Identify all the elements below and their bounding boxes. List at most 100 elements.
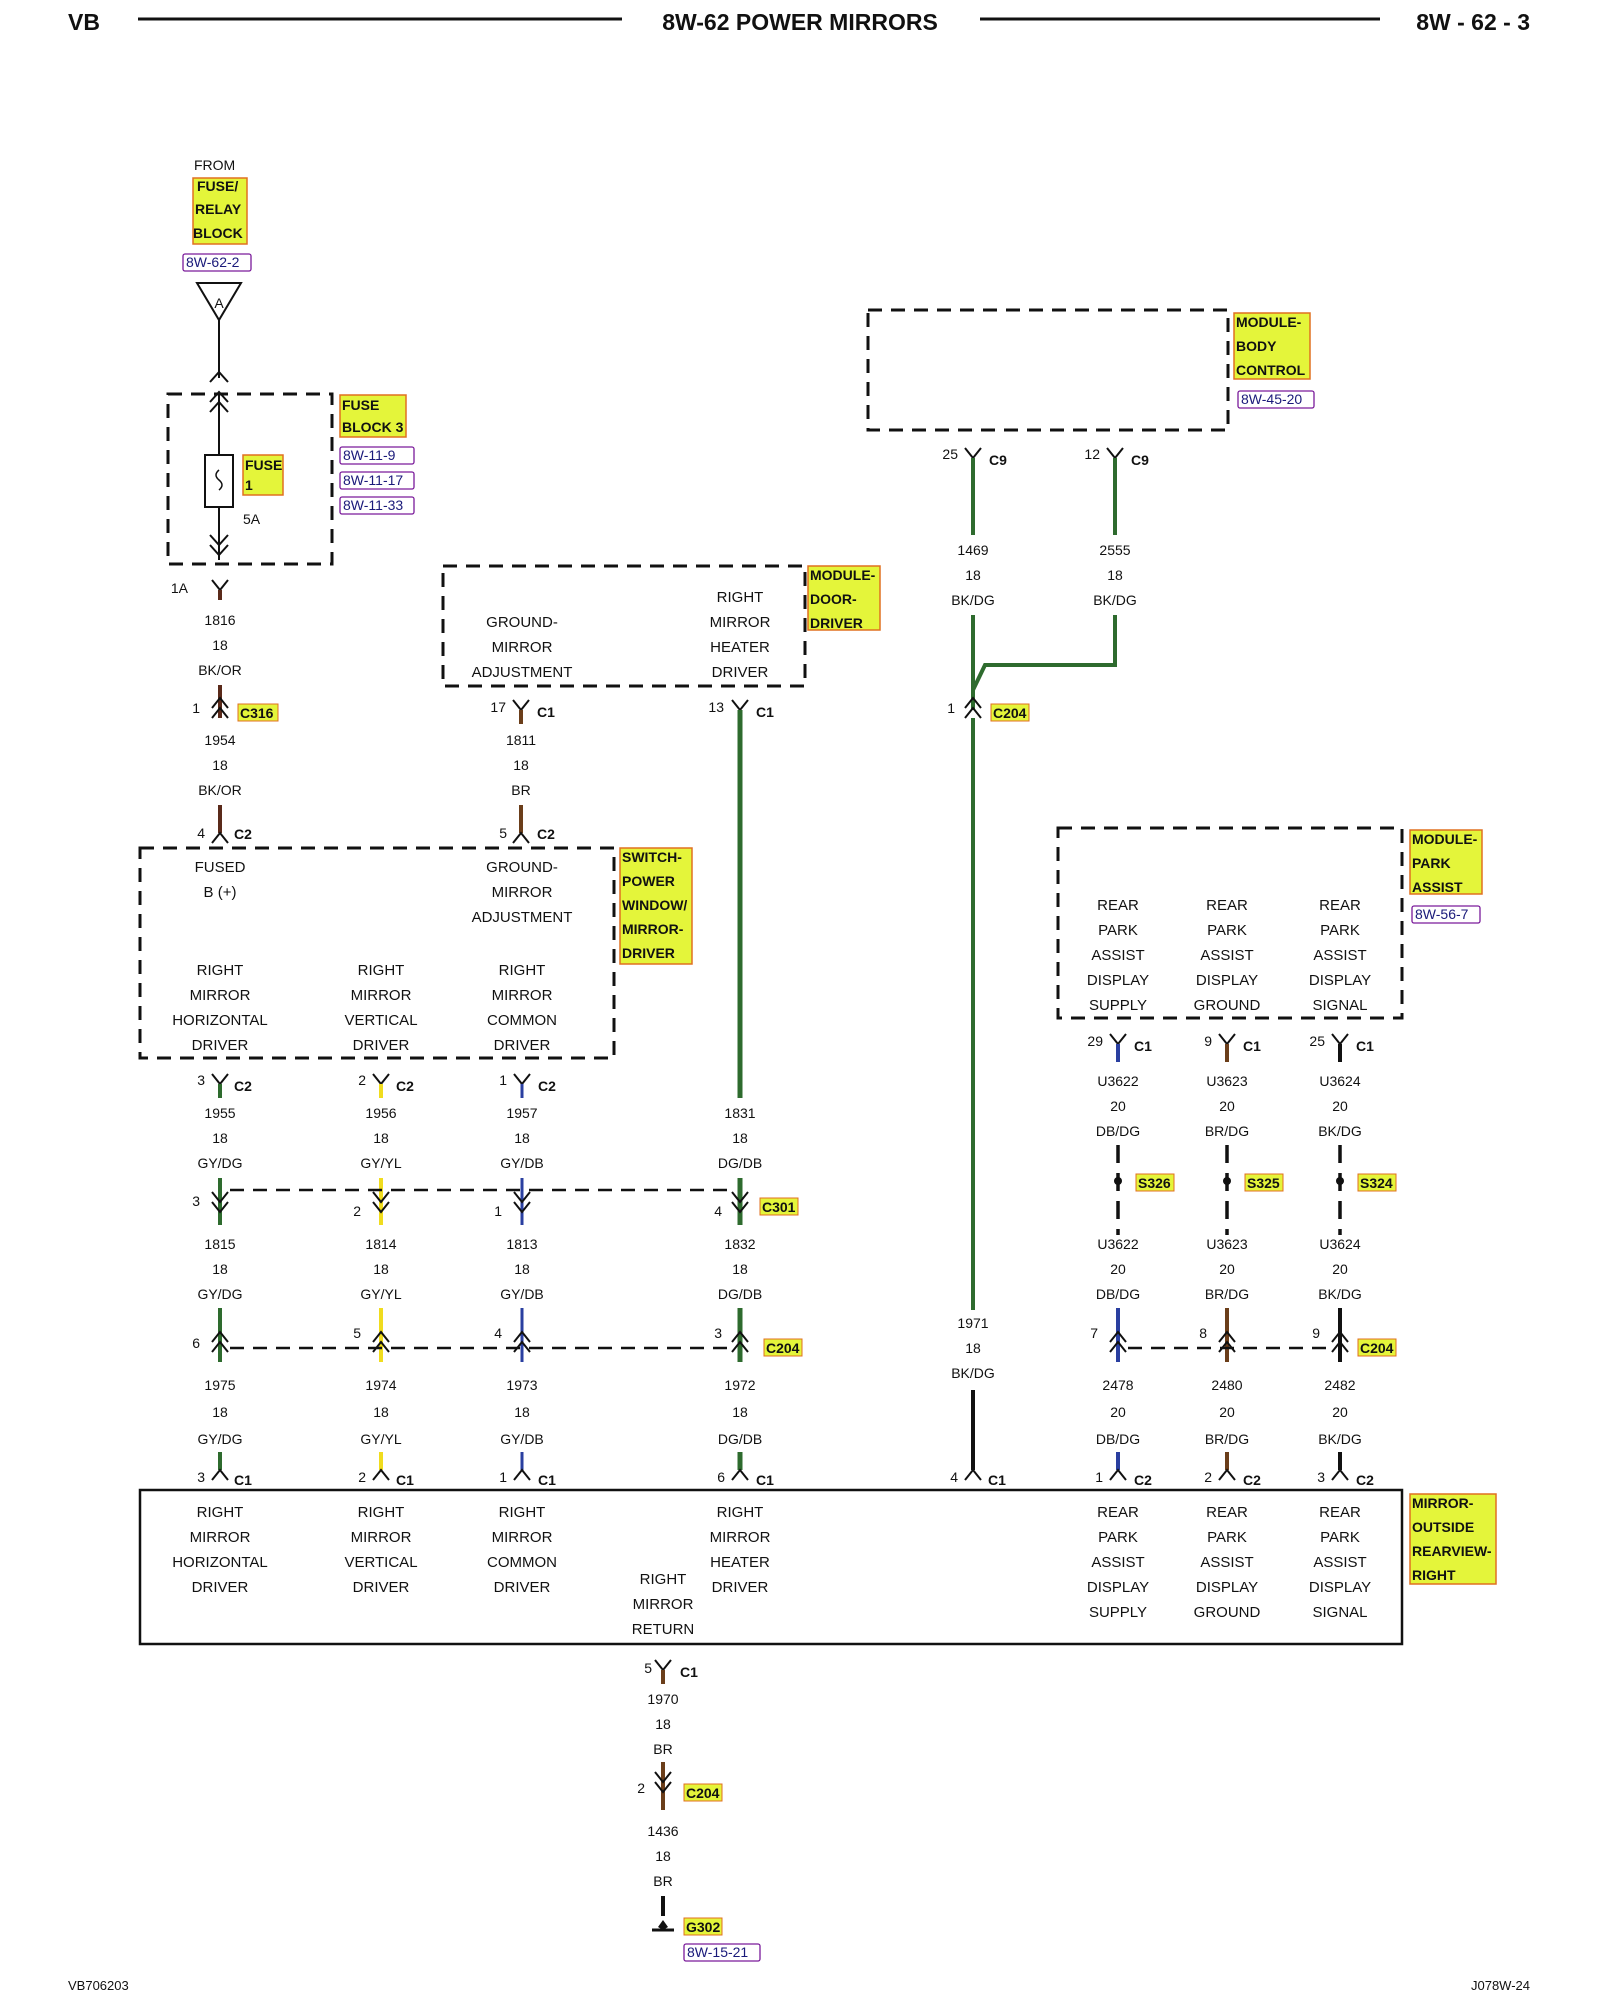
svg-text:GROUND: GROUND: [1194, 1604, 1261, 1621]
wire-1811-number: 1811: [506, 732, 536, 748]
fuse-tag-line2: 1: [245, 477, 253, 493]
wire-1955-color: GY/DG: [197, 1155, 242, 1171]
pin-c301-2: 2: [353, 1203, 361, 1219]
svg-text:REAR: REAR: [1097, 897, 1139, 914]
bcm-tag-line3: CONTROL: [1236, 362, 1306, 378]
wire-1972-gauge: 18: [732, 1404, 748, 1420]
svg-text:GROUND: GROUND: [1194, 997, 1261, 1014]
connector-c204-right: C204: [1360, 1340, 1394, 1356]
park-pin-supply: REAR PARK ASSIST DISPLAY SUPPLY: [1087, 897, 1149, 1014]
wire-1469-color: BK/DG: [951, 592, 995, 608]
svg-text:ASSIST: ASSIST: [1200, 947, 1253, 964]
park-pin-signal: REAR PARK ASSIST DISPLAY SIGNAL: [1309, 897, 1371, 1014]
ground-g302-ref[interactable]: 8W-15-21: [687, 1944, 748, 1960]
connector-c204-row-left: 6 5 4 3 C204: [192, 1308, 803, 1362]
wire-1955-number: 1955: [204, 1105, 235, 1121]
fuse-tag-line1: FUSE: [245, 457, 282, 473]
fuse-ref-1[interactable]: 8W-11-9: [343, 447, 396, 463]
svg-text:MIRROR: MIRROR: [190, 987, 251, 1004]
mirror-pin-common: RIGHT MIRROR COMMON DRIVER: [487, 1504, 557, 1596]
wire-1832-color: DG/DB: [718, 1286, 762, 1302]
wire-1956-number: 1956: [365, 1105, 396, 1121]
source-block: FROM FUSE/ RELAY BLOCK 8W-62-2 A: [182, 157, 252, 378]
wire-1957-color: GY/DB: [500, 1155, 544, 1171]
bcm-tag-line1: MODULE-: [1236, 314, 1302, 330]
pin-mirror-c2-1: 1: [1095, 1469, 1103, 1485]
switch-tag-line4: MIRROR-: [622, 921, 684, 937]
pin-c301-3: 3: [192, 1193, 200, 1209]
ground-path: 5 C1 1970 18 BR 2 C204 1436 18 BR G302 8…: [637, 1659, 761, 1962]
wire-1972-number: 1972: [724, 1377, 755, 1393]
switch-ground-1: GROUND-: [486, 859, 558, 876]
wire-2478-number: 2478: [1102, 1377, 1133, 1393]
wire-labels-row2: 1815 18 GY/DG 1814 18 GY/YL 1813 18 GY/D…: [197, 1236, 762, 1302]
wire-2480-gauge: 20: [1219, 1404, 1235, 1420]
bcm-ref[interactable]: 8W-45-20: [1241, 391, 1302, 407]
svg-text:HORIZONTAL: HORIZONTAL: [172, 1554, 268, 1571]
park-ref[interactable]: 8W-56-7: [1415, 906, 1469, 922]
door-pin-heater-3: HEATER: [710, 639, 770, 656]
module-body-control: MODULE- BODY CONTROL 8W-45-20: [866, 308, 1315, 432]
wire-2482-number: 2482: [1324, 1377, 1355, 1393]
wire-1831-number: 1831: [724, 1105, 755, 1121]
svg-text:DRIVER: DRIVER: [494, 1579, 551, 1596]
door-pin-heater-1: RIGHT: [717, 589, 764, 606]
fuse-ref-2[interactable]: 8W-11-17: [343, 472, 403, 488]
svg-text:HEATER: HEATER: [710, 1554, 770, 1571]
wire-1815-color: GY/DG: [197, 1286, 242, 1302]
wire-1970-color: BR: [653, 1741, 672, 1757]
svg-text:PARK: PARK: [1207, 1529, 1247, 1546]
wire-u3623b-color: BR/DG: [1205, 1286, 1249, 1302]
page-footer: VB706203 J078W-24: [68, 1978, 1530, 1993]
wire-1436-gauge: 18: [655, 1848, 671, 1864]
splice-s325: S325: [1247, 1175, 1280, 1191]
wire-1975-color: GY/DG: [197, 1431, 242, 1447]
wire-1815-gauge: 18: [212, 1261, 228, 1277]
fuse-icon: [204, 454, 234, 508]
pin-park-25: 25: [1309, 1033, 1325, 1049]
source-ref[interactable]: 8W-62-2: [186, 254, 240, 270]
connector-switch-c2-a: C2: [234, 826, 252, 842]
svg-text:REAR: REAR: [1206, 897, 1248, 914]
svg-text:MIRROR: MIRROR: [633, 1596, 694, 1613]
svg-text:SUPPLY: SUPPLY: [1089, 997, 1147, 1014]
connector-mirror-c2-c: C2: [1356, 1472, 1374, 1488]
wire-1814-number: 1814: [365, 1236, 396, 1252]
source-from-label: FROM: [194, 157, 235, 173]
park-assist-wires: 29 C1 9 C1 25 C1 U3622 20 DB/DG U3623 20…: [1087, 1033, 1397, 1488]
pin-switch-c2-1: 1: [499, 1072, 507, 1088]
wire-1816-number: 1816: [204, 612, 235, 628]
wire-u3622b-color: DB/DG: [1096, 1286, 1140, 1302]
svg-text:SUPPLY: SUPPLY: [1089, 1604, 1147, 1621]
wire-2478-color: DB/DG: [1096, 1431, 1140, 1447]
svg-text:ASSIST: ASSIST: [1091, 1554, 1144, 1571]
wire-b-plus: 1A 1816 18 BK/OR 1 C316 1954 18 BK/OR 4 …: [171, 579, 279, 844]
fuse-block-tag-line1: FUSE: [342, 397, 379, 413]
wire-1469-gauge: 18: [965, 567, 981, 583]
wire-2482-color: BK/DG: [1318, 1431, 1362, 1447]
pin-switch-c2-3: 3: [197, 1072, 205, 1088]
wire-1816-color: BK/OR: [198, 662, 242, 678]
wire-u3622b-number: U3622: [1097, 1236, 1138, 1252]
connector-switch-c2-d: C2: [396, 1078, 414, 1094]
connector-park-c1-c: C1: [1356, 1038, 1374, 1054]
svg-text:MIRROR: MIRROR: [351, 1529, 412, 1546]
connector-c316: C316: [240, 705, 274, 721]
park-tag-line2: PARK: [1412, 855, 1451, 871]
wire-2478-gauge: 20: [1110, 1404, 1126, 1420]
switch-ground-2: MIRROR: [492, 884, 553, 901]
door-pin-heater-2: MIRROR: [710, 614, 771, 631]
pin-mirror-c1-3: 3: [197, 1469, 205, 1485]
connector-mirror-c1-e: C1: [988, 1472, 1006, 1488]
svg-text:MIRROR: MIRROR: [492, 1529, 553, 1546]
pin-switch-c2-5: 5: [499, 825, 507, 841]
wire-2480-number: 2480: [1211, 1377, 1242, 1393]
fuse-ref-3[interactable]: 8W-11-33: [343, 497, 403, 513]
connector-mirror-c1-d: C1: [756, 1472, 774, 1488]
svg-text:COMMON: COMMON: [487, 1554, 557, 1571]
svg-text:DRIVER: DRIVER: [192, 1579, 249, 1596]
pin-1a: 1A: [171, 580, 189, 596]
wire-1971-gauge: 18: [965, 1340, 981, 1356]
wire-1955-gauge: 18: [212, 1130, 228, 1146]
wire-bcm-ground: 25 C9 12 C9 1469 18 BK/DG 2555 18 BK/DG …: [942, 446, 1149, 1488]
